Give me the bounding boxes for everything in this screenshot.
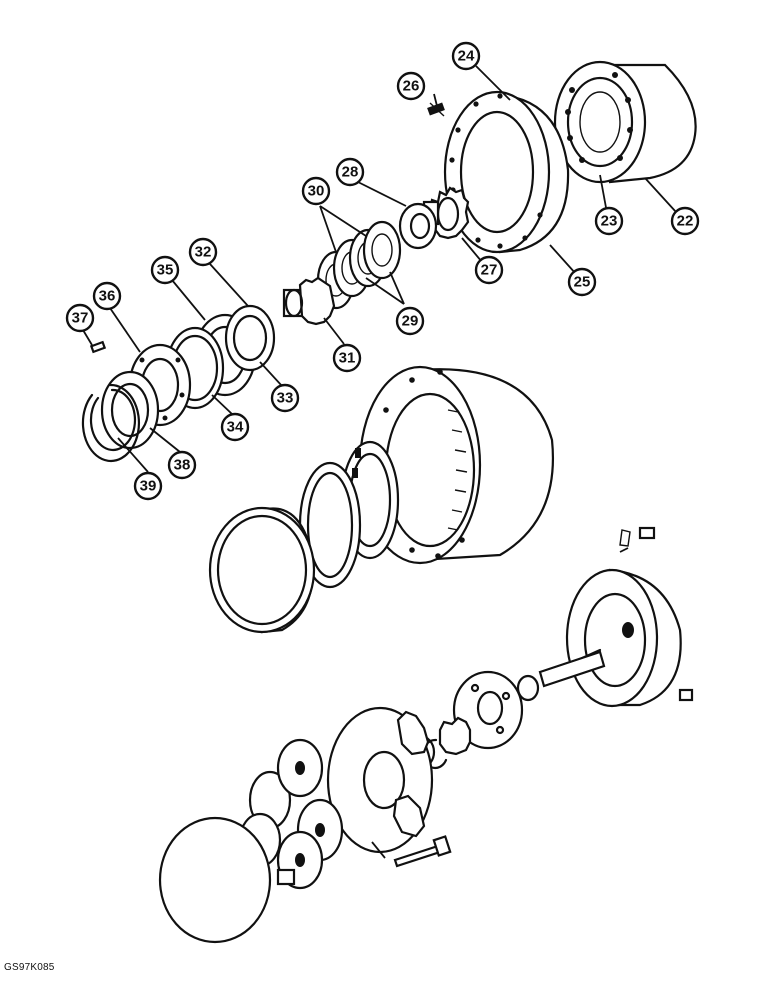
callout-27: 27	[474, 255, 504, 285]
output-shaft	[516, 650, 606, 702]
callout-33: 33	[270, 383, 300, 413]
svg-text:31: 31	[339, 350, 356, 367]
callout-23: 23	[594, 206, 624, 236]
callout-28: 28	[335, 157, 365, 187]
callout-32: 32	[188, 237, 218, 267]
callout-24: 24	[451, 41, 481, 71]
callout-36: 36	[92, 281, 122, 311]
svg-text:23: 23	[601, 213, 618, 230]
carrier-cover	[558, 526, 694, 708]
svg-text:36: 36	[99, 288, 116, 305]
part-31-shaft-gear	[282, 276, 336, 326]
svg-text:28: 28	[342, 164, 359, 181]
callout-25: 25	[567, 267, 597, 297]
callout-22: 22	[670, 206, 700, 236]
part-24-drum	[443, 90, 570, 254]
spline-plate	[452, 670, 524, 750]
drawing-code: GS97K085	[4, 962, 55, 973]
end-cover-disc	[158, 816, 272, 944]
svg-text:32: 32	[195, 244, 212, 261]
svg-text:24: 24	[458, 48, 475, 65]
svg-text:22: 22	[677, 213, 694, 230]
svg-text:34: 34	[227, 419, 244, 436]
svg-text:26: 26	[403, 78, 420, 95]
svg-text:37: 37	[72, 310, 89, 327]
callout-30: 30	[301, 176, 331, 206]
svg-text:30: 30	[308, 183, 325, 200]
svg-text:39: 39	[140, 478, 157, 495]
svg-text:33: 33	[277, 390, 294, 407]
svg-text:27: 27	[481, 262, 498, 279]
large-seal-ring	[208, 506, 316, 634]
part-26-screw	[427, 102, 445, 117]
callout-35: 35	[150, 255, 180, 285]
long-bolt	[371, 835, 452, 868]
svg-text:38: 38	[174, 457, 191, 474]
svg-text:29: 29	[402, 313, 419, 330]
callout-37: 37	[65, 303, 95, 333]
svg-text:25: 25	[574, 274, 591, 291]
planet-gears	[238, 738, 344, 890]
part-38-39-rings	[81, 370, 160, 463]
part-37-pin	[89, 340, 107, 354]
callout-39: 39	[133, 471, 163, 501]
leader-lines	[82, 65, 677, 473]
callout-38: 38	[167, 450, 197, 480]
callout-26: 26	[396, 71, 426, 101]
bearing-assembly	[298, 440, 400, 589]
svg-text:35: 35	[157, 262, 174, 279]
part-22-hub-housing	[553, 60, 697, 184]
callout-31: 31	[332, 343, 362, 373]
callout-29: 29	[395, 306, 425, 336]
part-28-washer	[398, 202, 438, 250]
callout-34: 34	[220, 412, 250, 442]
planet-carrier	[326, 706, 434, 854]
